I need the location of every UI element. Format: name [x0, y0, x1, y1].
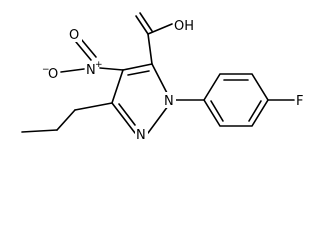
bond-n-o-double-2: [80, 38, 97, 58]
propyl-chain: [21, 102, 113, 133]
bond-c4-nitro: [99, 67, 124, 71]
nitro-n-label: N: [86, 63, 96, 78]
nitro-o-top-label: O: [69, 28, 79, 43]
bond-n-o-minus: [60, 68, 85, 73]
bond-n2-c3-double: [118, 103, 136, 126]
nitro-minus-charge: −: [42, 65, 50, 75]
hydroxyl-label: OH: [174, 19, 194, 34]
n2-label: N: [136, 128, 146, 143]
pyrazole-ring: [111, 63, 169, 134]
bond-n-o-double-1: [75, 41, 92, 61]
bond-c4-c5: [122, 63, 153, 71]
bond-c4-c5-double: [127, 70, 150, 76]
bond-c-oh: [147, 23, 173, 35]
bond-propyl-2: [56, 109, 76, 131]
fluorophenyl-ring: F: [175, 73, 303, 127]
phenyl-double-3: [210, 100, 224, 122]
bond-n2-c3: [111, 102, 136, 134]
bond-c3-propyl-1: [74, 102, 113, 111]
fluorine-label: F: [296, 94, 303, 109]
bond-propyl-3: [21, 129, 58, 133]
phenyl-double-2: [248, 100, 262, 122]
bond-n1-n2: [147, 105, 169, 134]
bond-c3-c4: [111, 69, 124, 104]
nitro-plus-charge: +: [95, 60, 103, 70]
bond-c-o-double-1: [135, 15, 149, 35]
n1-label: N: [164, 94, 174, 109]
carboxyl-group: OH: [135, 12, 194, 65]
bond-c5-cooh: [147, 33, 153, 65]
nitro-group: N + O −: [42, 38, 124, 82]
bond-c5-n1: [151, 63, 169, 96]
structure-diagram: OH N + O − F N N O: [21, 12, 303, 143]
nitro-o-minus-label: O: [48, 67, 58, 82]
bond-c-o-double-2: [139, 12, 153, 32]
phenyl-hexagon: [203, 73, 269, 127]
